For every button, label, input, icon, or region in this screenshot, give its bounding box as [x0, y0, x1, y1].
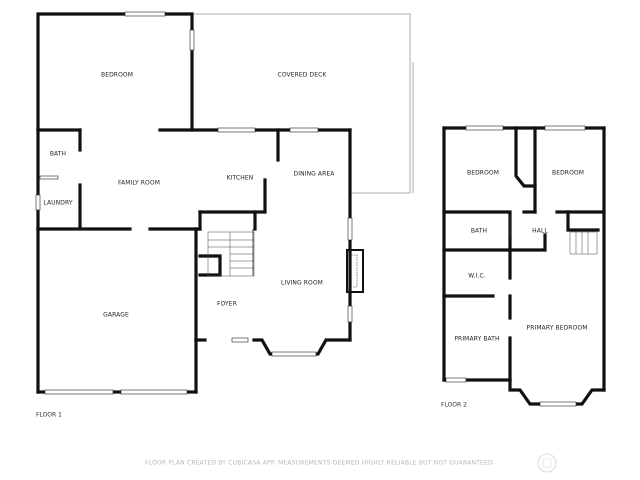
- room-label-bath-2: BATH: [471, 228, 487, 235]
- room-label-primary-bath: PRIMARY BATH: [454, 336, 499, 343]
- floor-2-plan: BEDROOM BEDROOM BATH HALL W.I.C. PRIMARY…: [441, 125, 606, 409]
- room-label-foyer: FOYER: [217, 301, 237, 308]
- room-label-bedroom-2b: BEDROOM: [552, 170, 584, 177]
- room-label-laundry: LAUNDRY: [43, 200, 72, 207]
- room-label-living-room: LIVING ROOM: [281, 280, 323, 287]
- cubicasa-logo-icon: [537, 453, 557, 473]
- room-label-bedroom-2a: BEDROOM: [467, 170, 499, 177]
- footer-disclaimer: FLOOR PLAN CREATED BY CUBICASA APP. MEAS…: [145, 460, 495, 467]
- room-label-kitchen: KITCHEN: [227, 175, 254, 182]
- room-label-dining-area: DINING AREA: [294, 171, 336, 178]
- room-label-bedroom: BEDROOM: [101, 72, 133, 79]
- floor-2-windows: [445, 125, 586, 407]
- floor-2-label: FLOOR 2: [441, 402, 467, 409]
- floor-2-stairs: [509, 215, 598, 255]
- room-label-wic: W.I.C.: [468, 273, 486, 280]
- floor-1-plan: BEDROOM COVERED DECK BATH FAMILY ROOM KI…: [35, 11, 414, 419]
- room-label-bath: BATH: [50, 151, 66, 158]
- room-label-primary-bedroom: PRIMARY BEDROOM: [526, 325, 587, 332]
- room-label-garage: GARAGE: [103, 312, 129, 319]
- covered-deck-outline: [192, 13, 414, 194]
- floor-2-walls: [442, 126, 606, 406]
- floor-1-stairs: [207, 229, 255, 277]
- room-label-family-room: FAMILY ROOM: [118, 180, 160, 187]
- room-label-covered-deck: COVERED DECK: [278, 72, 328, 79]
- room-label-hall: HALL: [532, 228, 548, 235]
- floor-1-label: FLOOR 1: [36, 412, 62, 419]
- floor-1-windows: [35, 11, 353, 395]
